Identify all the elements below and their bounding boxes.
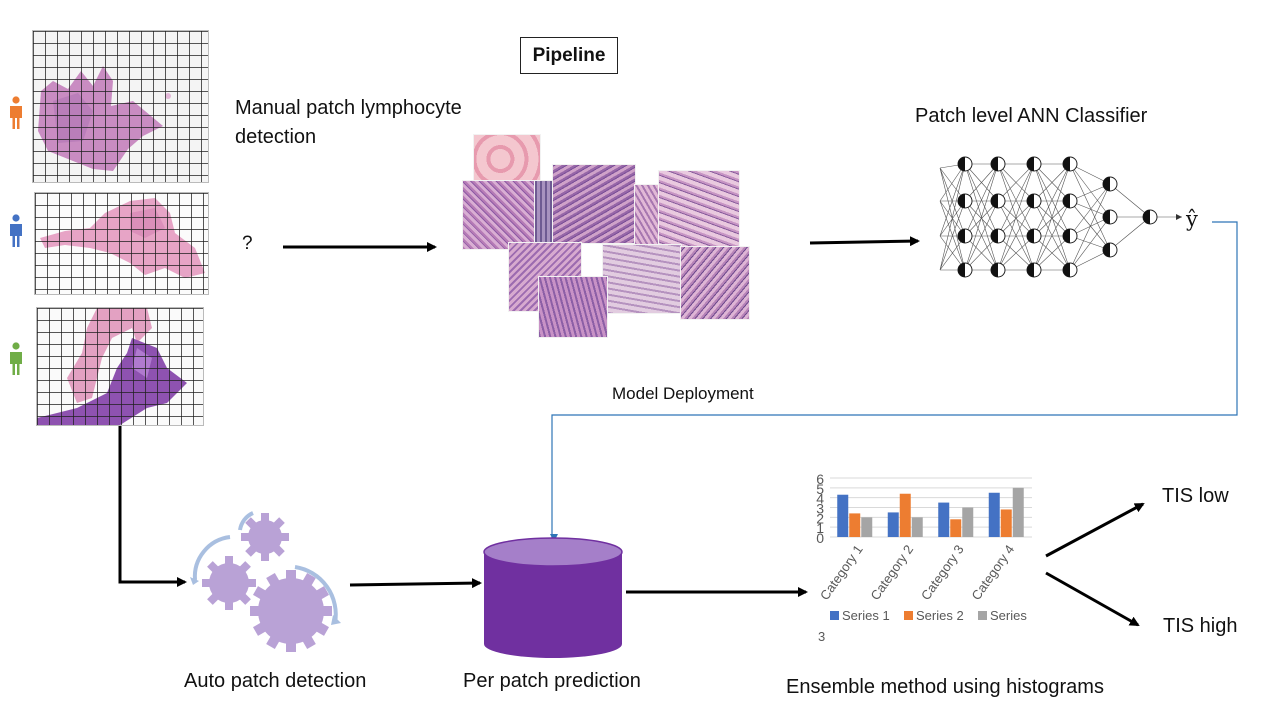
arrow-to-classifier bbox=[809, 236, 920, 247]
orange-person-icon bbox=[10, 96, 22, 129]
histology-patch bbox=[658, 170, 740, 250]
slide-image-2 bbox=[34, 192, 209, 295]
tis-low-label: TIS low bbox=[1162, 485, 1229, 507]
question-mark: ? bbox=[242, 233, 253, 254]
chart-bar bbox=[1012, 487, 1024, 537]
arrow-to-tis-low bbox=[1045, 502, 1145, 558]
chart-bar bbox=[962, 507, 974, 537]
database-cylinder-icon bbox=[483, 537, 623, 658]
histology-patch bbox=[680, 246, 750, 320]
arrow-slide-to-auto-detection bbox=[118, 426, 187, 587]
chart-bar bbox=[849, 513, 861, 537]
gears-icon bbox=[190, 511, 341, 652]
chart-bars bbox=[837, 487, 1024, 537]
slide-image-3 bbox=[36, 307, 204, 426]
ensemble-method-label: Ensemble method using histograms bbox=[786, 676, 1104, 698]
model-deployment-label: Model Deployment bbox=[612, 384, 754, 403]
manual-detection-label: Manual patch lymphocyte detection bbox=[235, 97, 462, 148]
per-patch-prediction-label: Per patch prediction bbox=[463, 670, 641, 692]
chart-bar bbox=[988, 492, 1000, 537]
y-hat-output-label: ŷ bbox=[1186, 207, 1198, 231]
legend-label: Series bbox=[990, 608, 1027, 623]
chart-bar bbox=[950, 519, 962, 537]
histology-patch bbox=[538, 276, 608, 338]
chart-bar bbox=[887, 512, 899, 537]
histology-patch bbox=[552, 164, 636, 244]
chart-bar bbox=[938, 502, 950, 537]
y-tick-label: 3 bbox=[816, 501, 824, 517]
green-person-icon bbox=[10, 342, 22, 375]
legend-swatch bbox=[904, 611, 913, 620]
y-tick-label: 1 bbox=[816, 520, 824, 536]
x-tick-label: Category 3 bbox=[918, 542, 967, 603]
model-deployment-connector bbox=[550, 221, 1238, 542]
tis-high-label: TIS high bbox=[1163, 615, 1238, 637]
histology-patch bbox=[473, 134, 541, 184]
y-tick-label: 6 bbox=[816, 471, 824, 487]
arrow-to-tis-high bbox=[1045, 571, 1140, 627]
chart-bar bbox=[861, 517, 873, 537]
y-tick-label: 5 bbox=[816, 481, 824, 497]
neural-network-diagram bbox=[939, 156, 1182, 278]
x-tick-label: Category 1 bbox=[817, 542, 866, 603]
network-connections bbox=[939, 163, 1182, 271]
auto-patch-detection-label: Auto patch detection bbox=[184, 670, 367, 692]
legend-swatch bbox=[978, 611, 987, 620]
patch-collage bbox=[462, 134, 752, 340]
histology-patch bbox=[602, 244, 682, 314]
arrow-to-per-patch bbox=[349, 578, 482, 589]
slide-image-1 bbox=[32, 30, 209, 183]
x-tick-label: Category 4 bbox=[968, 542, 1017, 603]
y-tick-label: 0 bbox=[816, 530, 824, 546]
x-tick-label: Category 2 bbox=[867, 542, 916, 603]
legend-label: Series 2 bbox=[916, 608, 964, 623]
legend-label: Series 1 bbox=[842, 608, 890, 623]
chart-bar bbox=[899, 493, 911, 537]
legend-label-wrap: 3 bbox=[818, 629, 825, 644]
pipeline-title: Pipeline bbox=[520, 37, 618, 74]
chart-legend: Series 1 Series 2 Series 3 bbox=[818, 608, 1027, 644]
ann-classifier-label: Patch level ANN Classifier bbox=[915, 105, 1148, 127]
chart-bar bbox=[837, 494, 849, 537]
chart-bar bbox=[1000, 509, 1012, 537]
blue-person-icon bbox=[10, 214, 22, 247]
y-tick-label: 4 bbox=[816, 491, 824, 507]
legend-swatch bbox=[830, 611, 839, 620]
chart-bar bbox=[911, 517, 923, 537]
y-tick-label: 2 bbox=[816, 510, 824, 526]
